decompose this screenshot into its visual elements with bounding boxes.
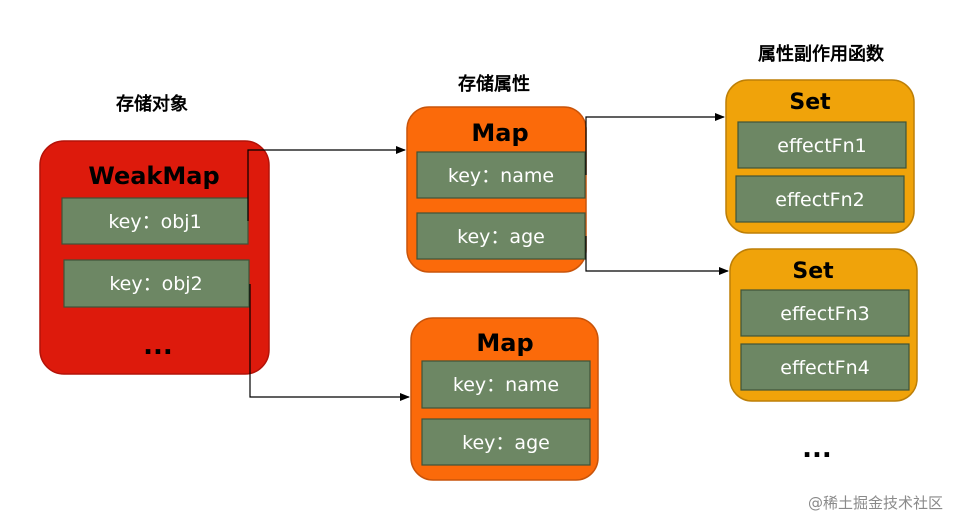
map2-title: Map bbox=[476, 329, 533, 357]
weakmap-node: WeakMap key：obj1 key：obj2 ... bbox=[39, 140, 270, 375]
map1-title: Map bbox=[471, 119, 528, 147]
weakmap-item-obj1 bbox=[61, 197, 249, 245]
heading-store-props: 存储属性 bbox=[458, 73, 530, 95]
weakmap-item-obj2 bbox=[63, 259, 250, 308]
edge-name-to-set1 bbox=[585, 113, 725, 175]
set1-title: Set bbox=[789, 90, 831, 115]
heading-store-objects: 存储对象 bbox=[116, 93, 188, 115]
map2-item-name bbox=[421, 360, 591, 409]
set1-item-fn2 bbox=[735, 175, 905, 223]
map-node-1: Map key：name key：age bbox=[406, 106, 587, 273]
set2-item-fn4 bbox=[740, 343, 910, 391]
set2-item-fn3 bbox=[740, 289, 910, 337]
map1-item-age bbox=[416, 212, 586, 260]
map1-item-name-label: key：name bbox=[448, 165, 554, 187]
watermark-text: @稀土掘金技术社区 bbox=[808, 494, 943, 512]
sets-more: ... bbox=[802, 434, 832, 464]
edge-obj1-to-map1 bbox=[247, 146, 406, 221]
set-node-2: Set effectFn3 effectFn4 bbox=[729, 248, 918, 402]
edge-obj2-to-map2 bbox=[249, 284, 410, 401]
set-node-1: Set effectFn1 effectFn2 bbox=[725, 79, 915, 234]
edge-age-to-set2 bbox=[585, 236, 729, 275]
map2-item-age-label: key：age bbox=[462, 432, 550, 454]
heading-effect-fns: 属性副作用函数 bbox=[758, 43, 885, 65]
map-node-2: Map key：name key：age bbox=[410, 317, 599, 481]
weakmap-item-obj2-label: key：obj2 bbox=[109, 273, 202, 295]
set1-item-fn2-label: effectFn2 bbox=[775, 189, 864, 211]
set1-item-fn1-label: effectFn1 bbox=[777, 135, 866, 157]
map2-item-name-label: key：name bbox=[453, 374, 559, 396]
weakmap-item-obj1-label: key：obj1 bbox=[108, 211, 201, 233]
weakmap-more: ... bbox=[143, 331, 173, 361]
map1-item-name bbox=[416, 151, 586, 199]
weakmap-title: WeakMap bbox=[88, 162, 219, 190]
map1-item-age-label: key：age bbox=[457, 226, 545, 248]
set2-item-fn3-label: effectFn3 bbox=[780, 303, 869, 325]
set2-item-fn4-label: effectFn4 bbox=[780, 357, 869, 379]
map2-item-age bbox=[421, 418, 591, 466]
set2-title: Set bbox=[792, 259, 834, 284]
set1-item-fn1 bbox=[737, 121, 907, 169]
